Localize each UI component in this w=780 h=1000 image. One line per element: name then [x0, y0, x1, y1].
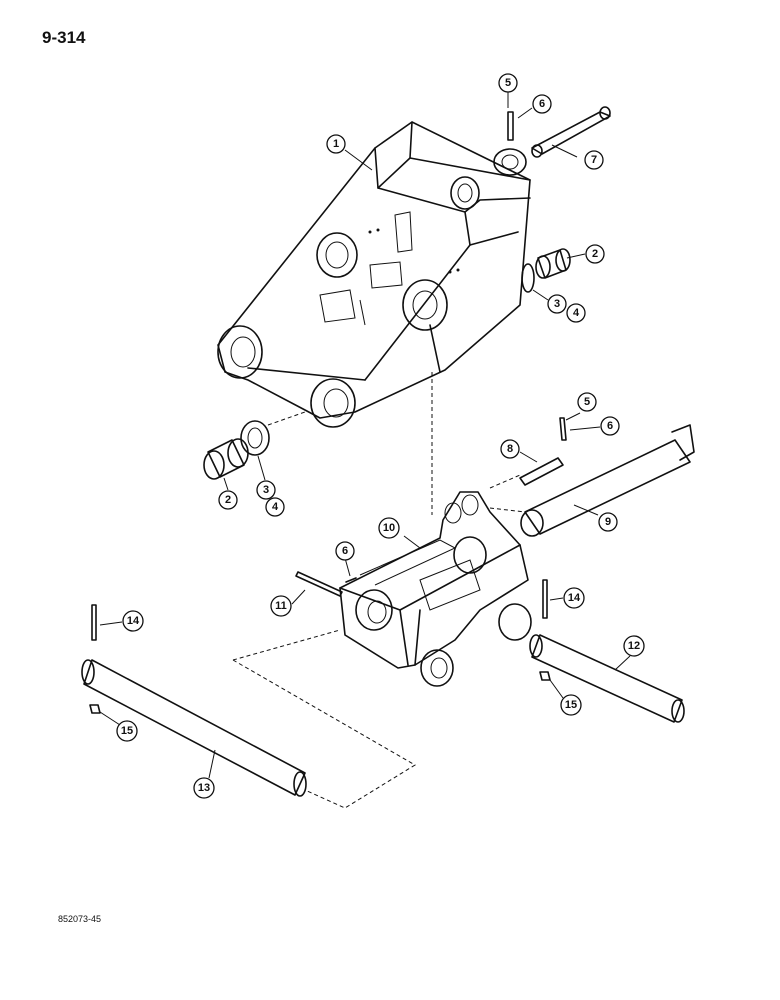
callout-6-upper: 6 [532, 94, 552, 114]
callout-10: 10 [378, 517, 400, 539]
lower-right-hardware [519, 417, 695, 537]
svg-text:6: 6 [607, 420, 613, 432]
callout-2-left: 2 [218, 490, 238, 510]
callout-11: 11 [270, 595, 292, 617]
callout-1: 1 [326, 134, 346, 154]
figure-code: 852073-45 [58, 914, 102, 924]
main-frame-part [217, 121, 535, 428]
svg-text:6: 6 [539, 98, 545, 110]
svg-text:10: 10 [383, 522, 395, 534]
svg-text:1: 1 [333, 138, 339, 150]
svg-text:14: 14 [568, 592, 581, 604]
callout-15-left: 15 [116, 720, 138, 742]
svg-text:5: 5 [505, 77, 511, 89]
left-bushing-washer [203, 420, 270, 480]
svg-text:3: 3 [554, 298, 560, 310]
svg-text:7: 7 [591, 154, 597, 166]
alignment-lines [232, 372, 526, 809]
callout-6-lower: 6 [600, 416, 620, 436]
callout-5-lower: 5 [577, 392, 597, 412]
svg-text:12: 12 [628, 640, 640, 652]
svg-text:13: 13 [198, 782, 210, 794]
callout-14-left: 14 [122, 610, 144, 632]
callout-6-bracket: 6 [335, 541, 355, 561]
svg-text:4: 4 [272, 501, 279, 513]
callout-4-right: 4 [566, 303, 586, 323]
callout-2-right: 2 [585, 244, 605, 264]
svg-text:2: 2 [592, 248, 598, 260]
callout-4-left: 4 [265, 497, 285, 517]
svg-text:6: 6 [342, 545, 348, 557]
lower-bracket-part [339, 491, 532, 687]
svg-text:3: 3 [263, 484, 269, 496]
callout-5-upper: 5 [498, 73, 518, 93]
callout-13: 13 [193, 777, 215, 799]
svg-text:9: 9 [605, 516, 611, 528]
upper-hardware [493, 106, 611, 279]
callout-15-right: 15 [560, 694, 582, 716]
svg-text:15: 15 [565, 699, 577, 711]
svg-text:8: 8 [507, 443, 513, 455]
callout-3-right: 3 [547, 294, 567, 314]
svg-text:4: 4 [573, 307, 580, 319]
callout-8: 8 [500, 439, 520, 459]
svg-text:5: 5 [584, 396, 590, 408]
svg-text:14: 14 [127, 615, 140, 627]
callout-3-left: 3 [256, 480, 276, 500]
svg-text:15: 15 [121, 725, 133, 737]
callout-7: 7 [584, 150, 604, 170]
leader-lines [99, 92, 631, 779]
page-number: 9-314 [42, 28, 86, 47]
svg-text:2: 2 [225, 494, 231, 506]
callout-9: 9 [598, 512, 618, 532]
callout-14-right: 14 [563, 587, 585, 609]
long-pins [81, 579, 685, 797]
svg-text:11: 11 [275, 600, 287, 612]
bolt-part [295, 571, 343, 597]
callout-12: 12 [623, 635, 645, 657]
